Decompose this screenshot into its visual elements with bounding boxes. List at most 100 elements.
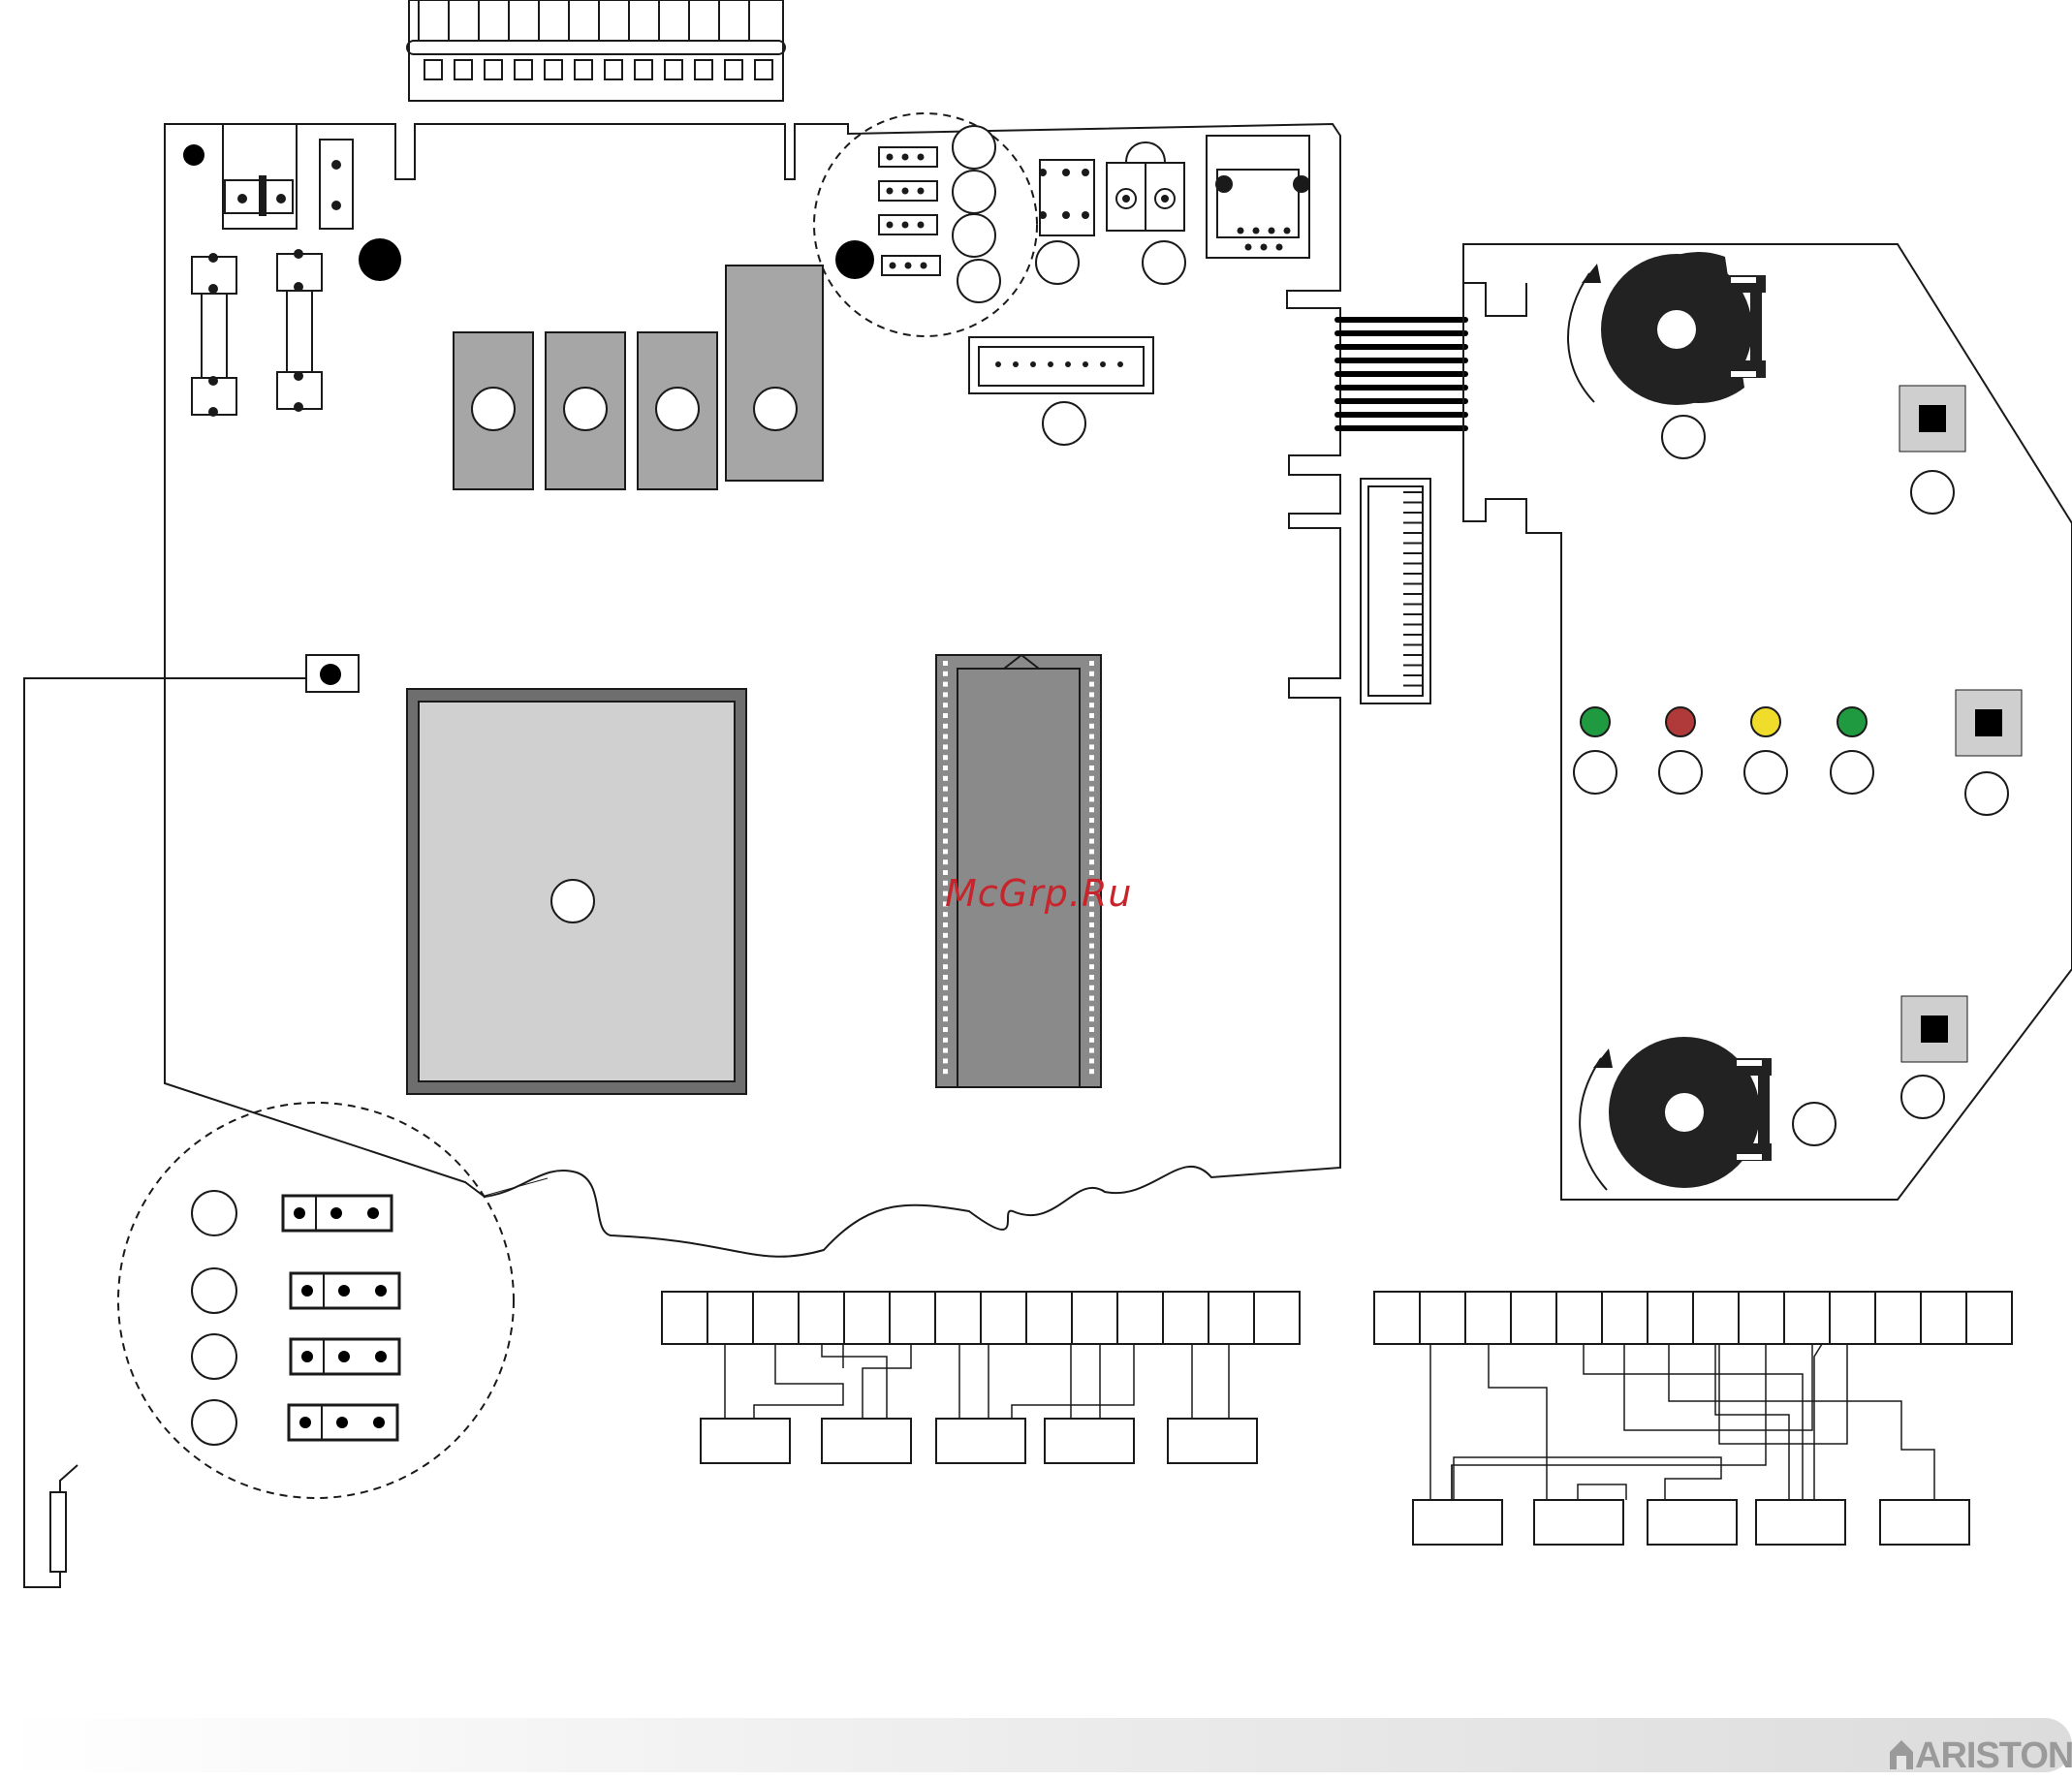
callout-circle [192, 1268, 236, 1313]
chip-pin [1089, 996, 1094, 1001]
chip-pin [1089, 975, 1094, 980]
detail-jumpers [192, 1191, 399, 1445]
edge-pin [605, 60, 622, 79]
header-pin [1013, 361, 1019, 367]
chip-pin [1089, 1038, 1094, 1043]
jumper-block-top-left [223, 124, 353, 229]
chip-pin [1089, 953, 1094, 958]
detail-leader [485, 1178, 548, 1196]
chip-pin [943, 787, 948, 792]
chip-pin [943, 828, 948, 833]
microcontroller-chip [936, 655, 1101, 1087]
chip-pin [943, 964, 948, 969]
wire-trace [1012, 1344, 1134, 1419]
plug-connector [822, 1419, 911, 1463]
chip-pin [1089, 859, 1094, 864]
jumper-block-pins [237, 160, 341, 210]
fuse-holder [192, 254, 322, 415]
wire-trace [1814, 1344, 1822, 1500]
push-button [1901, 996, 1967, 1062]
chip-pin [1089, 944, 1094, 949]
chip-pin [1089, 692, 1094, 697]
led-yellow [1751, 707, 1780, 736]
chip-pin [943, 703, 948, 707]
chip-pin [1089, 744, 1094, 749]
chip-pin [1089, 818, 1094, 823]
chip-pin [943, 713, 948, 718]
mounting-hole [835, 240, 874, 279]
chip-pin [1089, 776, 1094, 781]
chip-pin [1089, 1069, 1094, 1074]
chip-pin [1089, 672, 1094, 676]
plug-connector [1413, 1500, 1502, 1545]
chip-pin [943, 839, 948, 844]
chip-pin [943, 922, 948, 927]
chip-pin [943, 776, 948, 781]
callout-circle [754, 388, 797, 430]
chip-pin [1089, 755, 1094, 760]
callout-circle [1744, 751, 1787, 794]
chip-pin [1089, 703, 1094, 707]
callout-circle [1659, 751, 1702, 794]
chip-pin [943, 724, 948, 729]
mounting-hole [359, 238, 401, 281]
led-green [1837, 707, 1867, 736]
jumper-pin [294, 1207, 305, 1219]
edge-pin [515, 60, 532, 79]
callout-circle [472, 388, 515, 430]
pin-header-pins [995, 361, 1123, 367]
chip-pin [1089, 922, 1094, 927]
chip-pin [943, 996, 948, 1001]
watermark-text: McGrp.Ru [945, 872, 1132, 915]
chip-pin [943, 692, 948, 697]
edge-pin [485, 60, 502, 79]
edge-pin [725, 60, 742, 79]
callout-circle [564, 388, 607, 430]
callout-circle [656, 388, 699, 430]
plug-connector [1756, 1500, 1845, 1545]
header-pin [1083, 361, 1088, 367]
chip-pin [943, 661, 948, 666]
sensor-probe [50, 1492, 66, 1572]
header-pin [1117, 361, 1123, 367]
chip-pin [943, 797, 948, 801]
edge-pin [424, 60, 442, 79]
wire-trace [1715, 1344, 1789, 1500]
chip-pin [1089, 1027, 1094, 1032]
connector-legend [662, 1292, 1300, 1463]
chip-pin [943, 818, 948, 823]
jumper-pin [338, 1285, 350, 1297]
callout-circle [551, 880, 594, 922]
chip-pin [1089, 1006, 1094, 1011]
fuse-pins [208, 249, 303, 417]
transformer [407, 689, 746, 1094]
chip-pin [943, 933, 948, 938]
chip-pin [943, 975, 948, 980]
mounting-hole [183, 144, 204, 166]
chip-pin [1089, 839, 1094, 844]
jumper-pin [336, 1417, 348, 1428]
chip-pin [1089, 807, 1094, 812]
chip-pin [1089, 933, 1094, 938]
chip-pin [1089, 828, 1094, 833]
chip-pin [943, 734, 948, 739]
chip-pin [1089, 661, 1094, 666]
wire-trace [1669, 1344, 1934, 1500]
chip-pin [1089, 787, 1094, 792]
jumper-pin [375, 1351, 387, 1362]
chip-pin [943, 744, 948, 749]
wire-trace [1578, 1484, 1626, 1500]
chip-pin [943, 944, 948, 949]
chip-pin [943, 1038, 948, 1043]
callout-circle [1831, 751, 1873, 794]
status-leds [1574, 707, 1873, 794]
wire-trace [822, 1344, 887, 1419]
chip-pin [943, 672, 948, 676]
callout-circles-top [953, 126, 1000, 302]
edge-pin [695, 60, 712, 79]
header-pin [1030, 361, 1036, 367]
plug-connector [1648, 1500, 1737, 1545]
jumper-pin [299, 1417, 311, 1428]
edge-pin [665, 60, 682, 79]
chip-pin [1089, 734, 1094, 739]
